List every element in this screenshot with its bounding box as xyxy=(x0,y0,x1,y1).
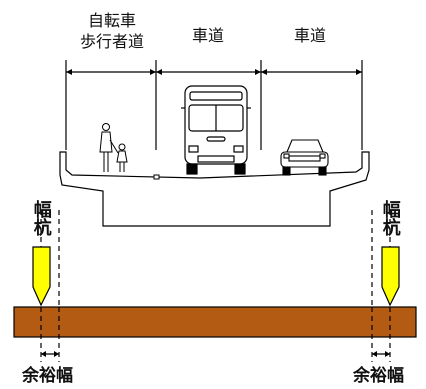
sidewalk-label-line1: 自転車 xyxy=(87,11,136,30)
sidewalk-label-line2: 歩行者道 xyxy=(79,32,144,51)
ground-band xyxy=(13,306,417,338)
dimension-lines xyxy=(65,60,363,150)
car-icon xyxy=(280,139,329,176)
margin-label-left: 余裕幅 xyxy=(22,366,73,386)
road-left-label: 車道 xyxy=(191,26,224,45)
pedestrian-icon xyxy=(99,123,128,172)
dimension-arrows xyxy=(66,69,362,75)
margin-label-right: 余裕幅 xyxy=(353,366,404,386)
pile-marker-right xyxy=(381,246,400,307)
boundary-dashed-lines-lower xyxy=(40,307,391,362)
pile-label-left: 幅杭 xyxy=(30,200,52,236)
bus-icon xyxy=(181,85,251,175)
bridge-deck-section xyxy=(59,151,370,227)
pile-marker-left xyxy=(32,246,51,307)
pile-label-right: 幅杭 xyxy=(379,200,401,236)
road-right-label: 車道 xyxy=(293,26,326,45)
drain-mark xyxy=(153,174,160,180)
